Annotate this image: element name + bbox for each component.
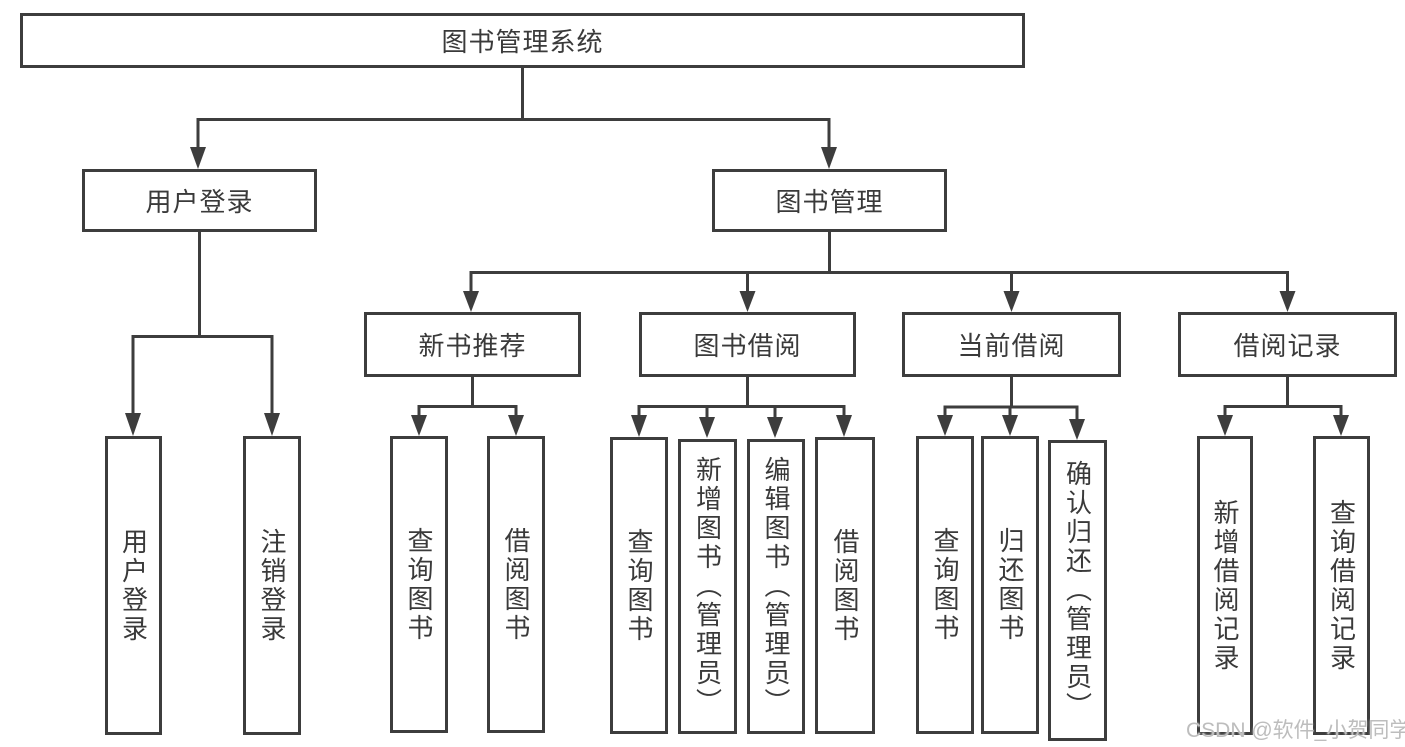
leaf-rec-query-books: 查询图书 [390, 436, 448, 733]
leaf-bb-query-books-label: 查询图书 [624, 527, 654, 644]
csdn-watermark: CSDN @软件_小贺同学 [1186, 719, 1405, 742]
connector-new-book-rec-branch [417, 376, 518, 418]
node-root-label: 图书管理系统 [441, 27, 604, 57]
leaf-user-login: 用户登录 [105, 436, 162, 735]
connector-book-mgmt-branch [469, 231, 1289, 294]
leaf-br-query-record: 查询借阅记录 [1313, 436, 1370, 735]
leaf-bb-edit-books-label: 编辑图书（管理员） [761, 456, 791, 717]
leaf-cb-confirm-return-label: 确认归还（管理员） [1062, 460, 1093, 721]
node-current-borrow: 当前借阅 [902, 312, 1121, 377]
leaf-bb-query-books: 查询图书 [610, 437, 668, 734]
leaf-cb-return-books: 归还图书 [981, 436, 1039, 734]
leaf-logout-label: 注销登录 [257, 527, 287, 644]
connector-user-login-branch [131, 231, 274, 416]
leaf-bb-add-books-label: 新增图书（管理员） [692, 456, 723, 717]
leaf-cb-query-books: 查询图书 [916, 436, 974, 734]
leaf-bb-add-books: 新增图书（管理员） [678, 439, 737, 734]
connector-book-borrow-branch [637, 376, 846, 420]
leaf-bb-borrow-books: 借阅图书 [815, 437, 875, 734]
leaf-logout: 注销登录 [243, 436, 301, 735]
node-book-borrow-label: 图书借阅 [693, 331, 802, 361]
node-new-book-rec-label: 新书推荐 [418, 331, 527, 361]
leaf-user-login-label: 用户登录 [118, 527, 149, 644]
leaf-br-query-record-label: 查询借阅记录 [1326, 498, 1357, 673]
node-borrow-records-label: 借阅记录 [1233, 331, 1342, 361]
connector-root-to-level2 [196, 66, 831, 150]
leaf-rec-borrow-books: 借阅图书 [487, 436, 545, 733]
leaf-br-add-record-label: 新增借阅记录 [1210, 498, 1240, 673]
node-book-mgmt-label: 图书管理 [775, 187, 884, 217]
leaf-cb-confirm-return: 确认归还（管理员） [1048, 440, 1107, 741]
node-book-borrow: 图书借阅 [639, 312, 856, 377]
node-current-borrow-label: 当前借阅 [957, 331, 1066, 361]
node-book-mgmt: 图书管理 [712, 169, 947, 232]
leaf-bb-borrow-books-label: 借阅图书 [830, 527, 860, 644]
node-user-login-label: 用户登录 [145, 187, 254, 217]
node-root: 图书管理系统 [20, 13, 1025, 68]
node-borrow-records: 借阅记录 [1178, 312, 1397, 377]
connector-arrowheads [125, 147, 1349, 440]
node-user-login: 用户登录 [82, 169, 317, 232]
leaf-cb-query-books-label: 查询图书 [930, 527, 960, 643]
leaf-rec-query-books-label: 查询图书 [404, 526, 434, 643]
leaf-bb-edit-books: 编辑图书（管理员） [747, 439, 805, 734]
leaf-cb-return-books-label: 归还图书 [995, 527, 1025, 643]
leaf-br-add-record: 新增借阅记录 [1197, 436, 1253, 735]
connector-borrow-records-branch [1223, 376, 1343, 418]
node-new-book-rec: 新书推荐 [364, 312, 581, 377]
leaf-rec-borrow-books-label: 借阅图书 [501, 526, 531, 643]
connector-current-borrow-branch [943, 376, 1079, 421]
